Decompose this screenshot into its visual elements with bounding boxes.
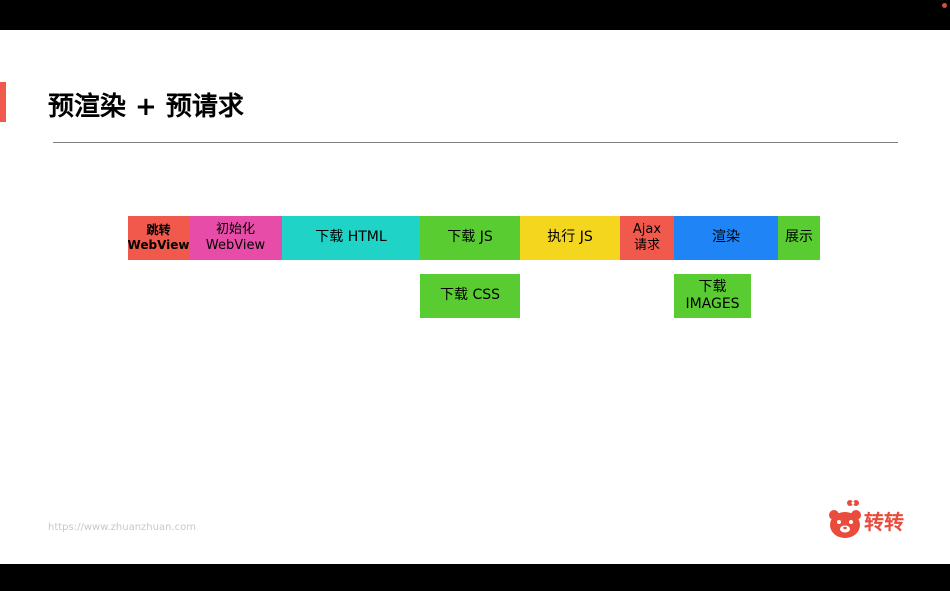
timeline-block-label: 执行 JS <box>547 229 593 246</box>
title-accent-bar <box>0 82 6 122</box>
bear-icon <box>829 500 861 538</box>
timeline-block-download-js: 下载 JS <box>420 216 520 260</box>
timeline-block-label: 下载 CSS <box>440 287 500 304</box>
zhuanzhuan-logo: 转转 <box>828 498 914 542</box>
timeline-block-render: 渲染 <box>674 216 778 260</box>
logo-text: 转转 <box>864 510 904 534</box>
footer-url: https://www.zhuanzhuan.com <box>48 522 196 533</box>
timeline-block-download-css: 下载 CSS <box>420 274 520 318</box>
presentation-slide: 预渲染 + 预请求 跳转 WebView 初始化 WebView 下载 HTML… <box>0 30 950 564</box>
timeline-block-label: 跳转 WebView <box>127 223 190 252</box>
timeline-block-execute-js: 执行 JS <box>520 216 620 260</box>
timeline-block-label: 下载 IMAGES <box>685 278 740 313</box>
timeline-block-label: 下载 JS <box>447 229 493 246</box>
timeline-block-download-images: 下载 IMAGES <box>674 274 751 318</box>
window-top-bar <box>0 0 950 30</box>
title-divider <box>53 142 898 143</box>
timeline-block-display: 展示 <box>778 216 820 260</box>
timeline-block-jump-webview: 跳转 WebView <box>128 216 189 260</box>
timeline-block-init-webview: 初始化 WebView <box>189 216 282 260</box>
timeline-block-label: Ajax 请求 <box>632 221 662 253</box>
window-indicator-dot <box>942 3 947 8</box>
timeline-block-label: 展示 <box>785 229 813 246</box>
timeline-block-label: 下载 HTML <box>315 229 387 246</box>
timeline-block-ajax-request: Ajax 请求 <box>620 216 674 260</box>
window-bottom-bar <box>0 564 950 591</box>
timeline-block-download-html: 下载 HTML <box>282 216 420 260</box>
slide-title: 预渲染 + 预请求 <box>48 92 244 122</box>
timeline-block-label: 初始化 WebView <box>205 221 266 253</box>
timeline-block-label: 渲染 <box>712 229 740 246</box>
